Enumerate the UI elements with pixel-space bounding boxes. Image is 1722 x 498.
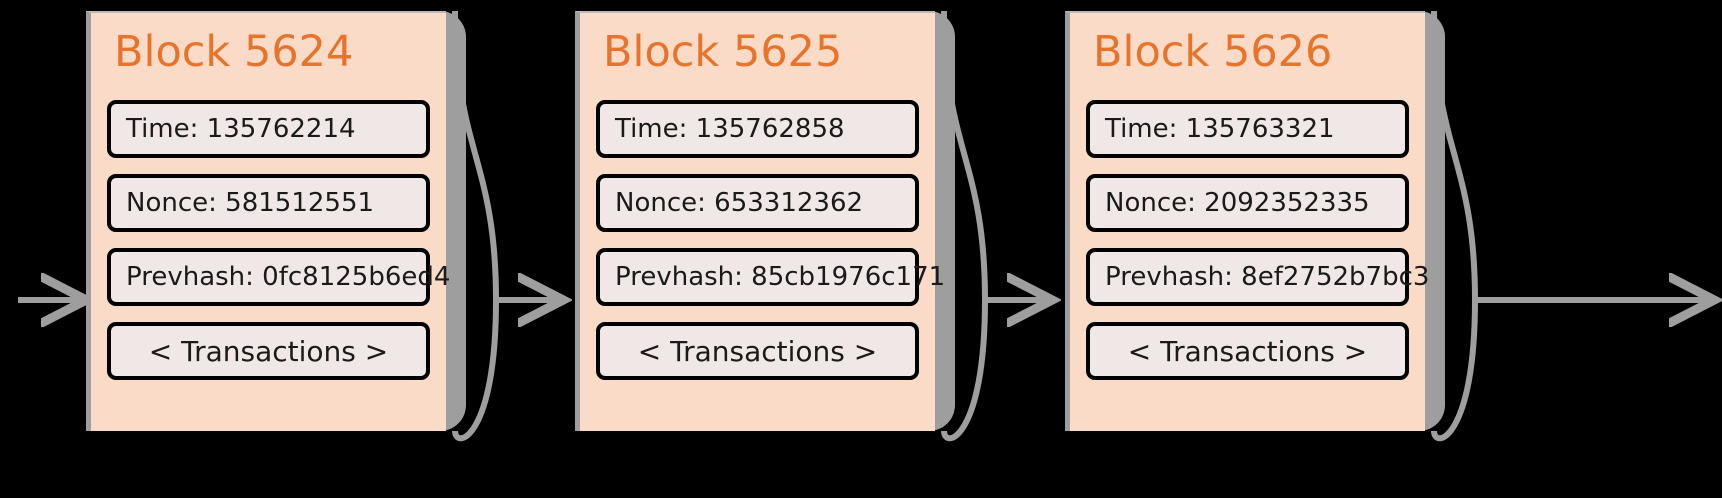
block-prevhash-field[interactable]: Prevhash: 85cb1976c171 bbox=[596, 248, 945, 306]
block-nonce-field[interactable]: Nonce: 653312362 bbox=[596, 174, 919, 232]
block-time-field[interactable]: Time: 135763321 bbox=[1086, 100, 1409, 158]
link-arrow-2 bbox=[941, 10, 1044, 442]
block-prevhash-text: Prevhash: 8ef2752b7bc3 bbox=[1105, 262, 1430, 292]
block-transactions-field[interactable]: < Transactions > bbox=[596, 322, 919, 380]
block-title: Block 5625 bbox=[603, 27, 843, 77]
block-prevhash-text: Prevhash: 0fc8125b6ed4 bbox=[126, 262, 451, 292]
block-prevhash-field[interactable]: Prevhash: 8ef2752b7bc3 bbox=[1086, 248, 1429, 306]
block-time-field[interactable]: Time: 135762214 bbox=[107, 100, 430, 158]
block-nonce-text: Nonce: 2092352335 bbox=[1105, 188, 1370, 218]
block-time-field[interactable]: Time: 135762858 bbox=[596, 100, 919, 158]
block-nonce-text: Nonce: 653312362 bbox=[615, 188, 864, 218]
outbound-arrow bbox=[1431, 10, 1706, 442]
link-arrow-1 bbox=[452, 10, 555, 442]
block-nonce-field[interactable]: Nonce: 581512551 bbox=[107, 174, 430, 232]
block-transactions-text: < Transactions > bbox=[148, 334, 389, 368]
block-title: Block 5624 bbox=[114, 27, 354, 77]
block-transactions-text: < Transactions > bbox=[637, 334, 878, 368]
block-nonce-field[interactable]: Nonce: 2092352335 bbox=[1086, 174, 1409, 232]
block-card-5626[interactable]: Block 5626 Time: 135763321 Nonce: 209235… bbox=[1065, 11, 1429, 431]
block-title: Block 5626 bbox=[1093, 27, 1333, 77]
block-card-5625[interactable]: Block 5625 Time: 135762858 Nonce: 653312… bbox=[575, 11, 945, 431]
block-transactions-text: < Transactions > bbox=[1127, 334, 1368, 368]
block-time-text: Time: 135763321 bbox=[1105, 114, 1335, 144]
block-time-text: Time: 135762214 bbox=[126, 114, 356, 144]
block-prevhash-field[interactable]: Prevhash: 0fc8125b6ed4 bbox=[107, 248, 450, 306]
block-time-text: Time: 135762858 bbox=[615, 114, 845, 144]
block-prevhash-text: Prevhash: 85cb1976c171 bbox=[615, 262, 946, 292]
block-transactions-field[interactable]: < Transactions > bbox=[107, 322, 430, 380]
block-transactions-field[interactable]: < Transactions > bbox=[1086, 322, 1409, 380]
block-card-5624[interactable]: Block 5624 Time: 135762214 Nonce: 581512… bbox=[86, 11, 450, 431]
block-nonce-text: Nonce: 581512551 bbox=[126, 188, 375, 218]
